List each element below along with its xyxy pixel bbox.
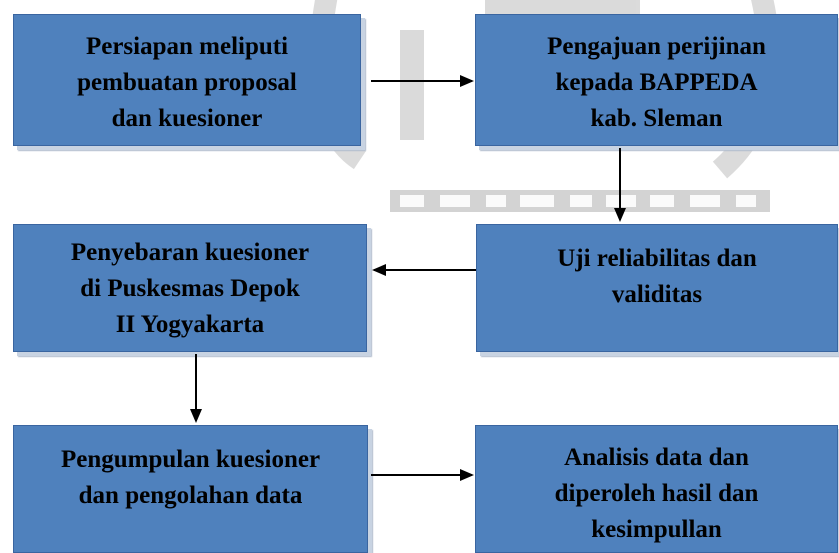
step-analisis: Analisis data dan diperoleh hasil dan ke… [475, 425, 838, 553]
step-pengumpulan-label: Pengumpulan kuesioner dan pengolahan dat… [60, 446, 321, 509]
step-persiapan-label: Persiapan meliputi pembuatan proposal da… [77, 33, 297, 132]
step-pengajuan: Pengajuan perijinan kepada BAPPEDA kab. … [475, 14, 838, 146]
step-analisis-label: Analisis data dan diperoleh hasil dan ke… [554, 444, 759, 543]
step-pengumpulan: Pengumpulan kuesioner dan pengolahan dat… [13, 425, 368, 553]
step-penyebaran: Penyebaran kuesioner di Puskesmas Depok … [13, 224, 367, 352]
step-uji: Uji reliabilitas dan validitas [476, 224, 838, 352]
step-penyebaran-label: Penyebaran kuesioner di Puskesmas Depok … [70, 239, 310, 338]
step-uji-label: Uji reliabilitas dan validitas [557, 245, 757, 308]
step-persiapan: Persiapan meliputi pembuatan proposal da… [13, 14, 361, 146]
step-pengajuan-label: Pengajuan perijinan kepada BAPPEDA kab. … [547, 33, 766, 132]
